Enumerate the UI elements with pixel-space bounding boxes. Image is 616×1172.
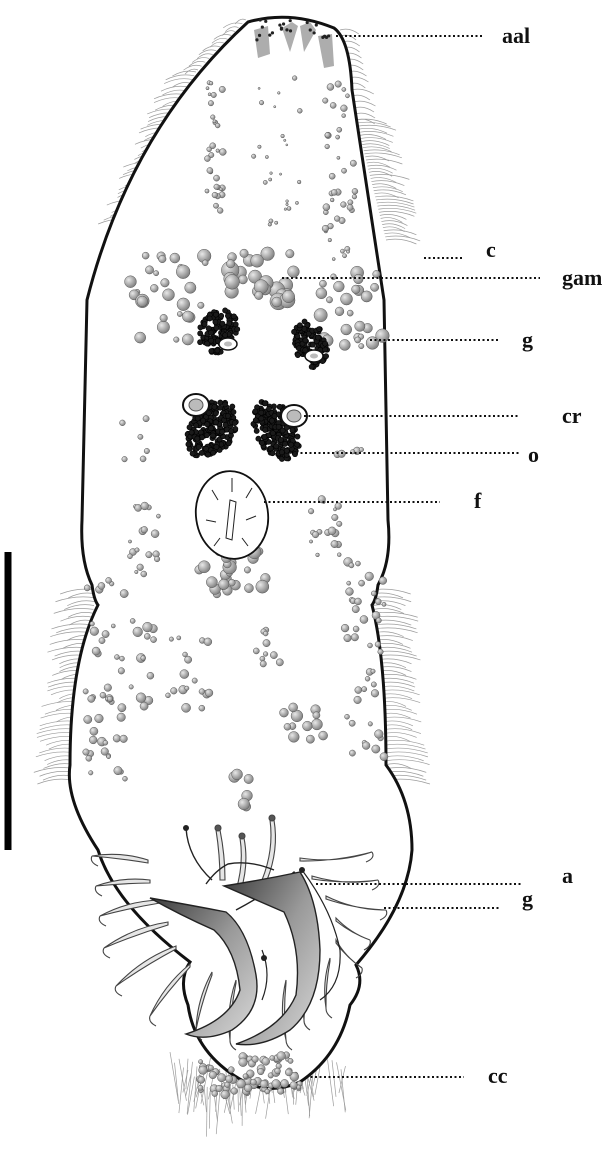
label-cr: cr (562, 403, 582, 428)
label-aal: aal (502, 23, 530, 48)
label-g-lower: g (522, 886, 533, 911)
label-cc: cc (488, 1063, 508, 1088)
label-gam: gam (562, 265, 602, 290)
label-a: a (562, 863, 573, 888)
label-c: c (486, 237, 496, 262)
label-f: f (474, 488, 482, 513)
label-g-upper: g (522, 327, 533, 352)
label-o: o (528, 442, 539, 467)
